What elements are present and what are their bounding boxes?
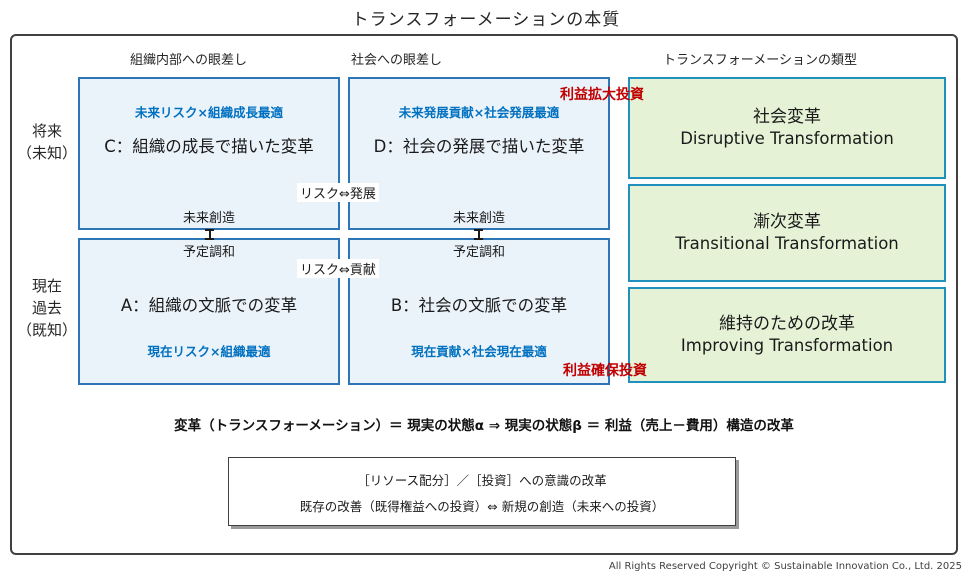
page-title: トランスフォーメーションの本質: [351, 10, 621, 30]
quadrant-c-label: C：組織の成長で描いた変革: [104, 137, 314, 156]
awareness-reform-line1: ［リソース配分］／［投資］への意識の改革: [357, 473, 607, 488]
quadrant-b: B：社会の文脈での変革 現在貢献×社会現在最適: [348, 238, 610, 385]
awareness-reform-line2: 既存の改善（既得権益への投資）⇔ 新規の創造（未来への投資）: [299, 499, 665, 514]
quadrant-a-subtitle: 現在リスク×組織最適: [147, 344, 271, 359]
row-label-present-line2: 過去: [31, 298, 62, 317]
axis-label-future-creation-left: 未来創造: [182, 211, 235, 226]
type-disruptive-en: Disruptive Transformation: [680, 129, 894, 149]
type-transitional-en: Transitional Transformation: [675, 234, 899, 254]
profit-securing-investment-label: 利益確保投資: [563, 363, 647, 379]
row-label-present-line3: （既知）: [16, 320, 77, 339]
axis-label-risk-contribution: リスク⇔貢献: [297, 259, 379, 278]
axis-label-risk-development: リスク⇔発展: [297, 183, 379, 202]
type-improving-ja: 維持のための改革: [719, 314, 855, 335]
type-transitional-ja: 漸次変革: [753, 212, 821, 233]
awareness-reform-box: ［リソース配分］／［投資］への意識の改革 既存の改善（既得権益への投資）⇔ 新規…: [228, 457, 736, 526]
column-header-internal: 組織内部への眼差し: [130, 53, 248, 68]
quadrant-c-subtitle: 未来リスク×組織成長最適: [135, 105, 283, 120]
row-label-future-line1: 将来: [31, 122, 62, 140]
diagram-frame: [10, 34, 958, 555]
row-label-present: 現在 過去 （既知）: [16, 276, 78, 341]
quadrant-a-label: A：組織の文脈での変革: [120, 296, 298, 315]
axis-label-preestablished-harmony-left: 予定調和: [182, 245, 235, 260]
column-header-types: トランスフォーメーションの類型: [663, 53, 857, 68]
vertical-connector-left: [205, 229, 214, 240]
row-label-future: 将来 （未知）: [16, 121, 78, 165]
copyright-notice: All Rights Reserved Copyright © Sustaina…: [608, 561, 962, 572]
quadrant-d-label: D：社会の発展で描いた変革: [373, 137, 585, 156]
quadrant-d: 未来発展貢献×社会発展最適 D：社会の発展で描いた変革: [348, 77, 610, 230]
transformation-formula: 変革（トランスフォーメーション）＝ 現実の状態α ⇒ 現実の状態β ＝ 利益（売…: [174, 418, 794, 434]
quadrant-d-subtitle: 未来発展貢献×社会発展最適: [398, 105, 560, 120]
row-label-present-line1: 現在: [31, 277, 62, 295]
column-header-society: 社会への眼差し: [351, 53, 443, 68]
type-improving-en: Improving Transformation: [680, 336, 894, 356]
quadrant-a: A：組織の文脈での変革 現在リスク×組織最適: [78, 238, 340, 385]
row-label-future-line2: （未知）: [16, 143, 77, 162]
vertical-connector-middle: [474, 229, 483, 240]
axis-label-future-creation-middle: 未来創造: [452, 211, 505, 226]
type-box-improving: 維持のための改革 Improving Transformation: [628, 287, 946, 383]
type-box-transitional: 漸次変革 Transitional Transformation: [628, 184, 946, 282]
type-box-disruptive: 社会変革 Disruptive Transformation: [628, 77, 946, 179]
type-disruptive-ja: 社会変革: [753, 107, 821, 128]
axis-label-preestablished-harmony-middle: 予定調和: [452, 245, 505, 260]
connector-stem: [477, 231, 480, 238]
quadrant-b-subtitle: 現在貢献×社会現在最適: [411, 344, 547, 359]
quadrant-b-label: B：社会の文脈での変革: [390, 296, 568, 315]
profit-expansion-investment-label: 利益拡大投資: [560, 87, 644, 103]
connector-stem: [208, 231, 211, 238]
